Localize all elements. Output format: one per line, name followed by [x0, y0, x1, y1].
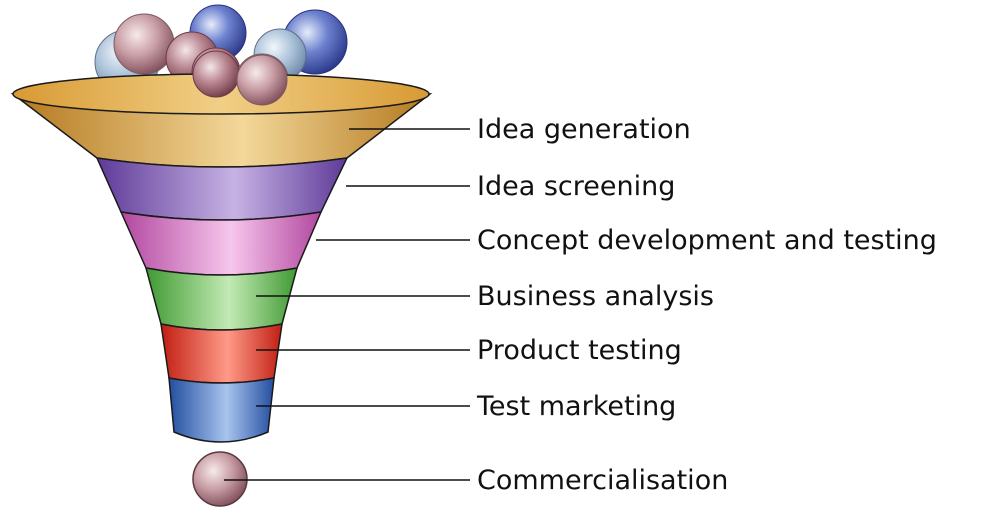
stage-label-product-testing: Product testing	[477, 335, 682, 366]
stage-label-idea-screening: Idea screening	[477, 171, 676, 202]
funnel-band-idea-screening	[95, 157, 349, 221]
commercialisation-ball-icon	[192, 451, 248, 507]
funnel-band-concept-development	[119, 211, 323, 276]
funnel-band-business-analysis	[144, 267, 299, 331]
stage-label-commercialisation: Commercialisation	[477, 465, 729, 496]
stage-label-test-marketing: Test marketing	[477, 391, 677, 422]
idea-ball-icon	[236, 54, 288, 106]
idea-ball-icon	[192, 50, 240, 98]
funnel-band-test-marketing	[168, 377, 275, 443]
stage-label-concept-development: Concept development and testing	[477, 225, 937, 256]
funnel-body	[10, 93, 433, 443]
idea-ball-icon	[113, 13, 175, 75]
stage-label-business-analysis: Business analysis	[477, 281, 714, 312]
funnel-band-product-testing	[160, 323, 283, 384]
stage-label-idea-generation: Idea generation	[477, 114, 691, 145]
